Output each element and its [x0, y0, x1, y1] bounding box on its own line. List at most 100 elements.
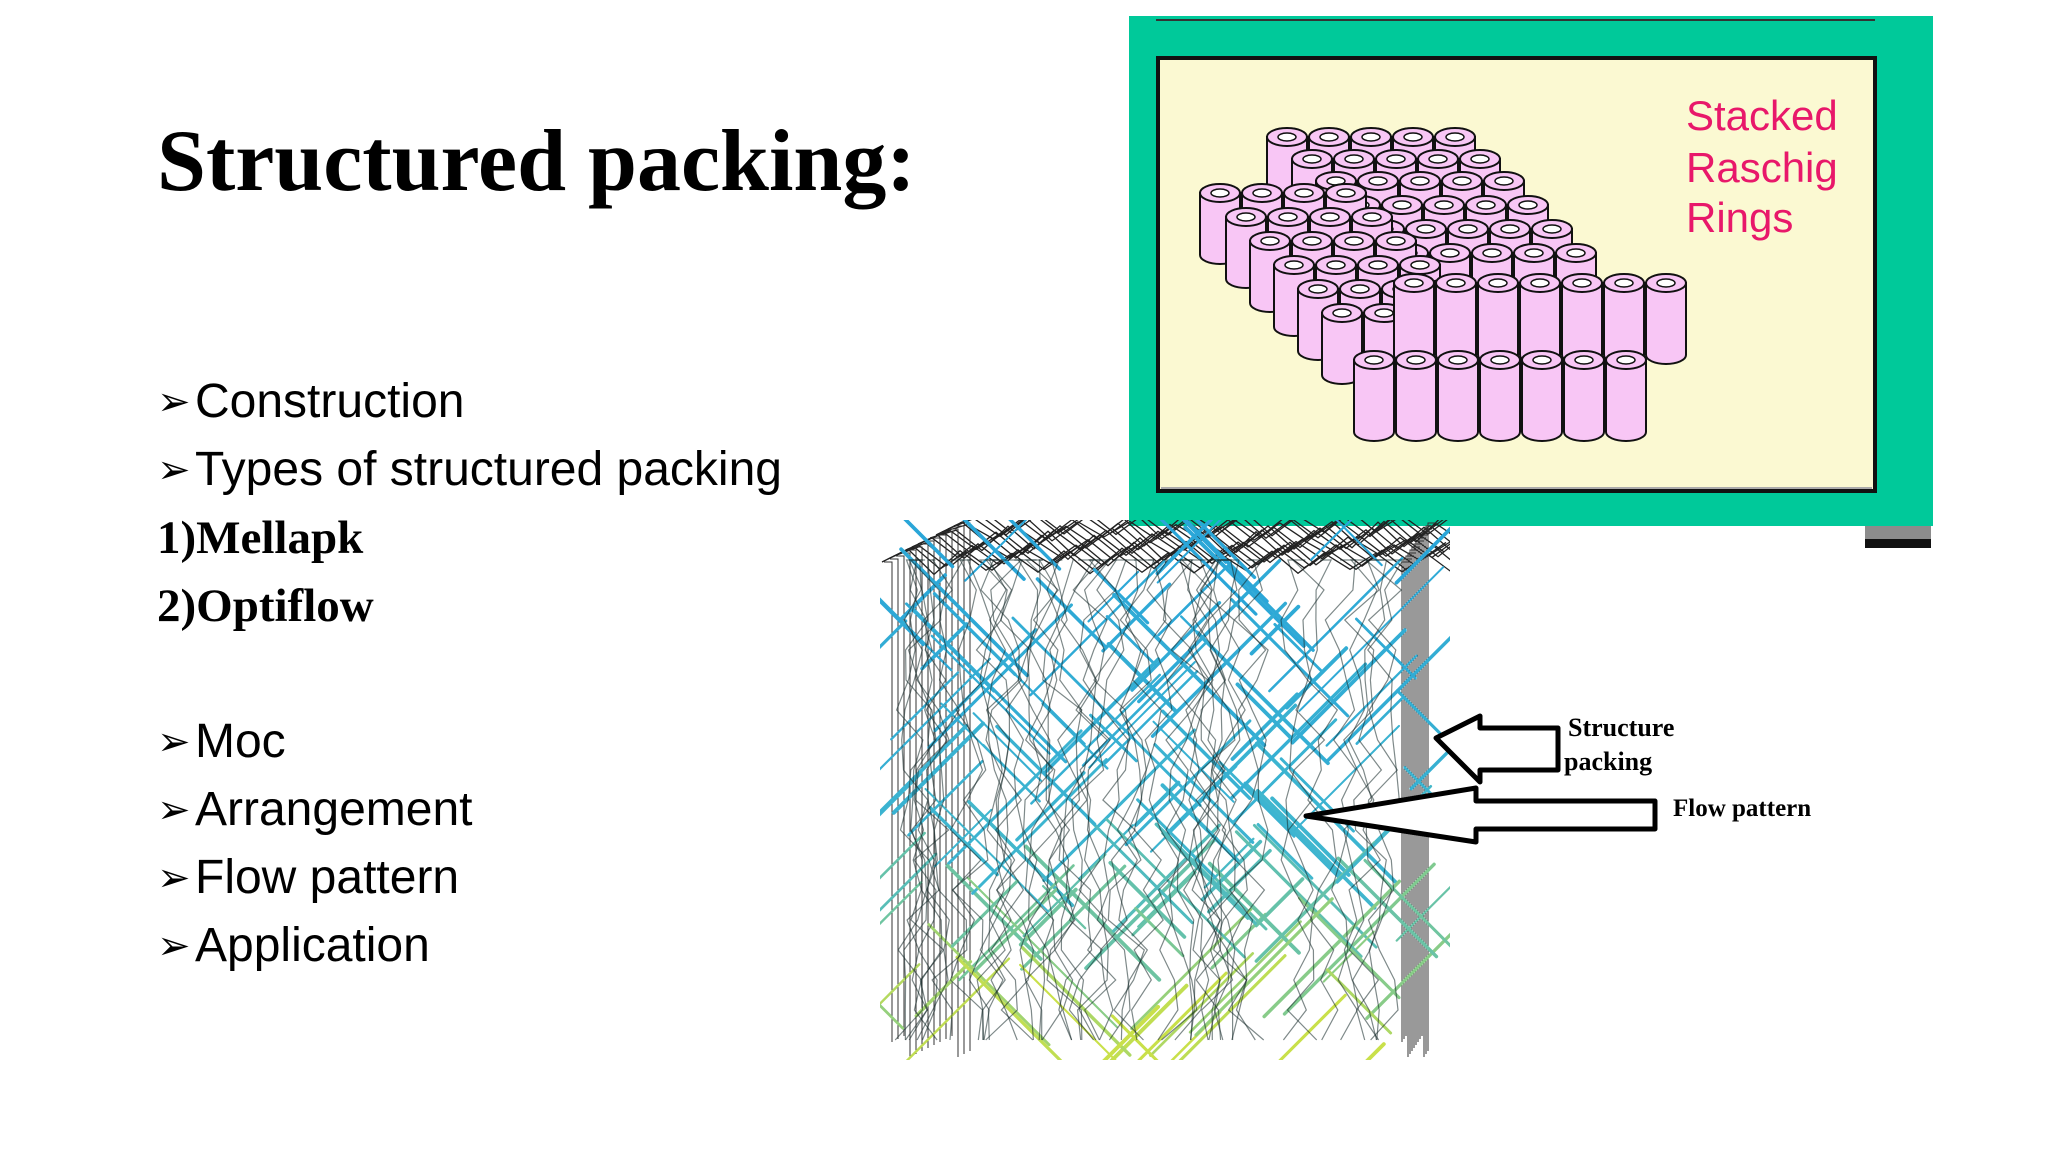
flow-channel-line	[1394, 526, 1450, 585]
packing-sheet-side	[950, 528, 959, 1057]
flow-channel-line	[1355, 617, 1417, 680]
raschig-ring	[1423, 195, 1465, 277]
flow-channel-line	[927, 923, 1051, 1047]
slide-title: Structured packing:	[157, 113, 916, 210]
flow-channel-line	[1105, 818, 1246, 959]
flow-channel-line	[1178, 954, 1287, 1060]
packing-sheet-side	[1417, 537, 1426, 1042]
packing-thread	[1212, 559, 1248, 1041]
packing-sheet-side	[1413, 543, 1422, 1048]
flow-channel-line	[1149, 765, 1238, 853]
packing-sheet-side	[896, 555, 905, 1036]
flow-channel-line	[1254, 841, 1377, 963]
structure-label-line-1: Structure	[1568, 713, 1674, 742]
flow-channel-line	[1298, 896, 1401, 1000]
stacked-rings	[1199, 127, 1687, 442]
flow-channel-line	[880, 1003, 905, 1030]
flow-channel-line	[1134, 780, 1181, 827]
packing-thread	[951, 559, 992, 1041]
packing-thread	[1306, 559, 1339, 1041]
flow-channel-line	[1207, 848, 1272, 914]
flow-channel-line	[1235, 682, 1293, 740]
packing-thread	[1352, 559, 1388, 1041]
raschig-ring	[1315, 171, 1357, 253]
raschig-ring	[1381, 279, 1423, 361]
raschig-ring	[1339, 195, 1381, 277]
flow-channel-line	[1041, 884, 1087, 930]
flow-channel-line	[945, 863, 1043, 961]
list-item: ➢Arrangement	[157, 776, 782, 844]
packing-thread	[916, 559, 950, 1041]
packing-thread	[985, 559, 1023, 1041]
raschig-ring	[1429, 243, 1471, 325]
packing-sheet-side	[1407, 552, 1416, 1057]
packing-sheet-side	[1423, 528, 1432, 1057]
packing-thread	[909, 559, 943, 1041]
flow-channel-line	[1041, 702, 1109, 770]
flow-channel-line	[1086, 816, 1194, 925]
packing-sheet-side	[962, 522, 971, 1051]
flow-channel-line	[1092, 567, 1150, 625]
flow-channel-line	[1363, 858, 1450, 948]
flow-channel-line	[1254, 877, 1305, 928]
packing-thread	[1285, 559, 1326, 1041]
flow-channel-line	[940, 702, 1020, 782]
flow-channel-line	[933, 628, 1038, 733]
flow-channel-line	[950, 879, 1019, 948]
raschig-ring	[1423, 279, 1465, 361]
raschig-ring	[1315, 255, 1357, 337]
packing-thread	[913, 559, 954, 1041]
flow-channel-line	[1020, 946, 1132, 1057]
flow-channel-line	[1152, 720, 1235, 803]
packing-thread	[1024, 559, 1057, 1041]
packing-thread	[1096, 559, 1136, 1041]
packing-thread	[1343, 559, 1381, 1041]
raschig-ring	[1291, 149, 1333, 231]
flow-channel-line	[971, 888, 1058, 975]
flow-channel-line	[1136, 741, 1202, 807]
packing-thread	[979, 559, 1020, 1041]
flow-channel-line	[1218, 760, 1296, 838]
packing-thread	[1364, 559, 1403, 1041]
flow-channel-line	[911, 607, 1068, 764]
flow-channel-line	[1160, 783, 1240, 863]
rings-label-line-1: Stacked	[1686, 92, 1838, 139]
packing-sheet-side	[920, 543, 929, 1048]
packing-sheet-edge	[887, 545, 1450, 573]
packing-thread	[1060, 559, 1097, 1041]
flow-channel-line	[1255, 788, 1377, 910]
flow-channel-line	[1279, 757, 1355, 833]
flow-channel-line	[1231, 718, 1338, 824]
flow-channel-line	[1243, 781, 1342, 880]
flow-channel-line	[1150, 601, 1288, 738]
raschig-ring	[1321, 303, 1363, 385]
raschig-ring	[1351, 207, 1393, 289]
flow-channel-line	[1130, 601, 1222, 692]
flow-channel-line	[1087, 570, 1140, 623]
flow-channel-line	[1322, 930, 1375, 983]
raschig-ring	[1603, 273, 1645, 365]
flow-channel-line	[898, 573, 947, 622]
flow-channel-line	[1194, 897, 1334, 1037]
raschig-ring	[1519, 273, 1561, 365]
raschig-ring	[1399, 171, 1441, 253]
raschig-ring	[1325, 183, 1367, 265]
raschig-ring	[1241, 183, 1283, 265]
flow-channel-line	[1084, 836, 1218, 970]
flow-channel-line	[1195, 858, 1268, 931]
raschig-ring	[1350, 127, 1392, 209]
packing-sheet-side	[1415, 540, 1424, 1045]
packing-sheet-edge	[923, 529, 1445, 555]
packing-thread	[1174, 559, 1213, 1041]
flow-channel-line	[1268, 556, 1404, 693]
packing-sheet-side	[932, 537, 941, 1042]
flow-channel-line	[1015, 771, 1086, 842]
flow-channel-line	[971, 758, 1108, 895]
raschig-ring	[1309, 207, 1351, 289]
flow-channel-line	[1336, 856, 1439, 959]
flow-channel-line	[964, 520, 1028, 582]
raschig-ring	[1477, 273, 1519, 365]
flow-channel-line	[1230, 598, 1350, 718]
packing-thread	[995, 559, 1035, 1041]
packing-sheet-edge	[911, 534, 1450, 561]
